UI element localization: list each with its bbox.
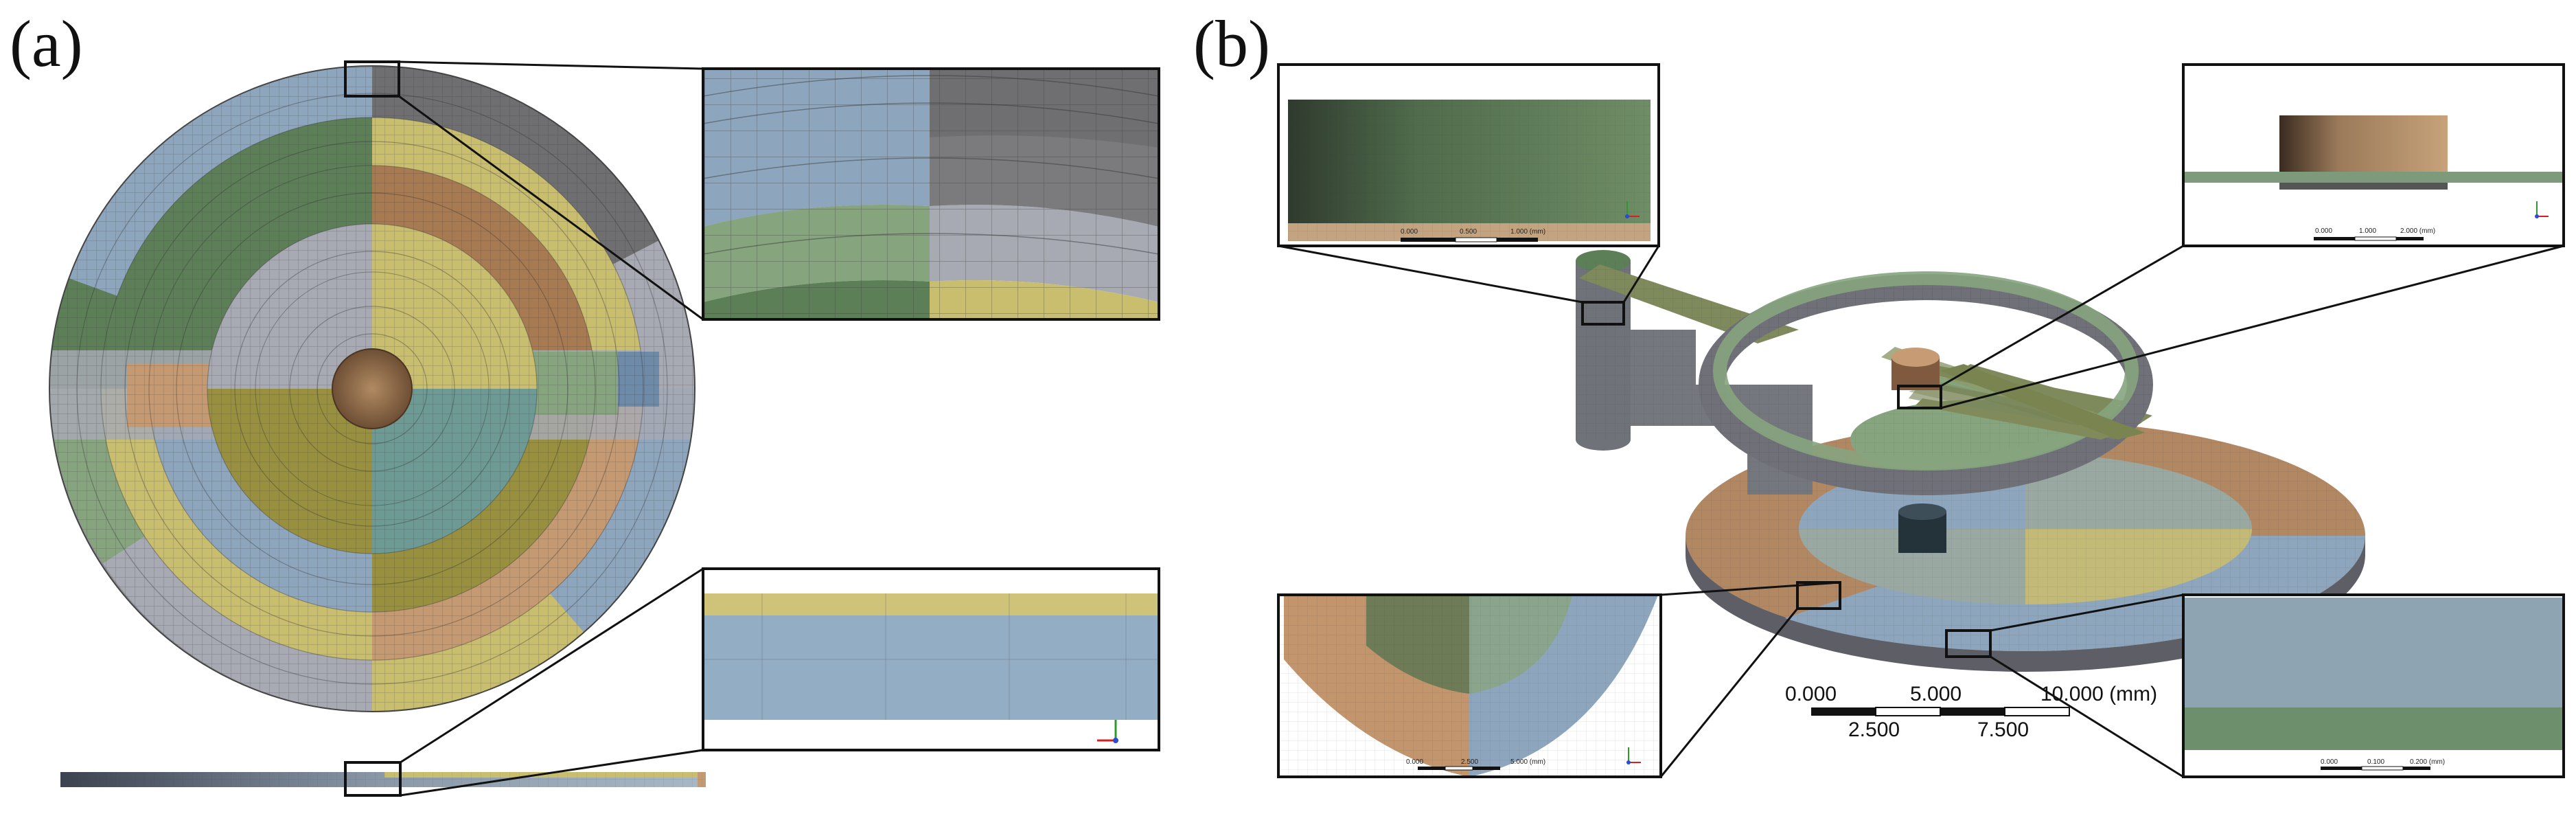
scale-label-5: 5.000 — [1910, 683, 1962, 705]
inset-b-top-right-scale: 0.000 1.000 2.000 (mm) — [2314, 227, 2435, 241]
inset-a-bottom — [702, 567, 1160, 751]
zoom-box-b-post — [1581, 301, 1625, 326]
inset-b-bottom-right: 0.000 0.100 0.200 (mm) — [2182, 593, 2565, 778]
center-hub — [332, 348, 413, 429]
zoom-box-b-disk-right — [1945, 629, 1992, 658]
svg-text:1.000 (mm): 1.000 (mm) — [1510, 228, 1545, 236]
axis-triad-icon — [1625, 201, 1640, 218]
scale-label-10: 10.000 (mm) — [2040, 683, 2157, 705]
zoom-box-a-bottom — [344, 761, 402, 797]
inset-b-bottom-left: 0.000 2.500 5.000 (mm) — [1277, 593, 1662, 778]
scale-label-7-5: 7.500 — [1977, 718, 2029, 741]
inset-b-top-left: 0.000 0.500 1.000 (mm) — [1277, 63, 1660, 247]
svg-text:0.100: 0.100 — [2367, 758, 2384, 766]
inset-b-top-left-scale: 0.000 0.500 1.000 (mm) — [1401, 228, 1545, 242]
inset-b-top-right: 0.000 1.000 2.000 (mm) — [2182, 63, 2565, 247]
inset-b-bottom-right-scale: 0.000 0.100 0.200 (mm) — [2321, 758, 2445, 771]
svg-text:0.000: 0.000 — [2321, 758, 2338, 766]
panel-b-label: (b) — [1193, 7, 1270, 80]
main-scale-bar: 0.000 5.000 10.000 (mm) 2.500 7.500 — [1785, 683, 2157, 741]
zoom-box-b-disk-left — [1796, 581, 1841, 610]
axis-triad-icon — [2535, 201, 2549, 218]
axis-triad-icon — [1097, 720, 1118, 743]
axis-triad-icon — [1626, 747, 1641, 764]
zoom-box-b-small-post — [1897, 385, 1942, 409]
inset-b-bottom-left-scale: 0.000 2.500 5.000 (mm) — [1406, 758, 1545, 771]
svg-text:0.000: 0.000 — [1401, 228, 1418, 236]
scale-label-2-5: 2.500 — [1848, 718, 1900, 741]
svg-text:2.000 (mm): 2.000 (mm) — [2400, 227, 2435, 235]
scale-label-0: 0.000 — [1785, 683, 1837, 705]
inset-a-top — [702, 67, 1160, 321]
svg-text:2.500: 2.500 — [1461, 758, 1478, 766]
side-view-bar — [60, 567, 706, 797]
zoom-box-a-top — [344, 60, 400, 98]
svg-text:0.000: 0.000 — [2315, 227, 2332, 235]
disk-mesh — [49, 65, 695, 712]
panel-a-label: (a) — [10, 7, 83, 80]
svg-text:0.000: 0.000 — [1406, 758, 1423, 766]
svg-text:0.500: 0.500 — [1460, 228, 1477, 236]
svg-text:1.000: 1.000 — [2359, 227, 2376, 235]
svg-text:5.000 (mm): 5.000 (mm) — [1510, 758, 1545, 766]
svg-text:0.200 (mm): 0.200 (mm) — [2410, 758, 2445, 766]
